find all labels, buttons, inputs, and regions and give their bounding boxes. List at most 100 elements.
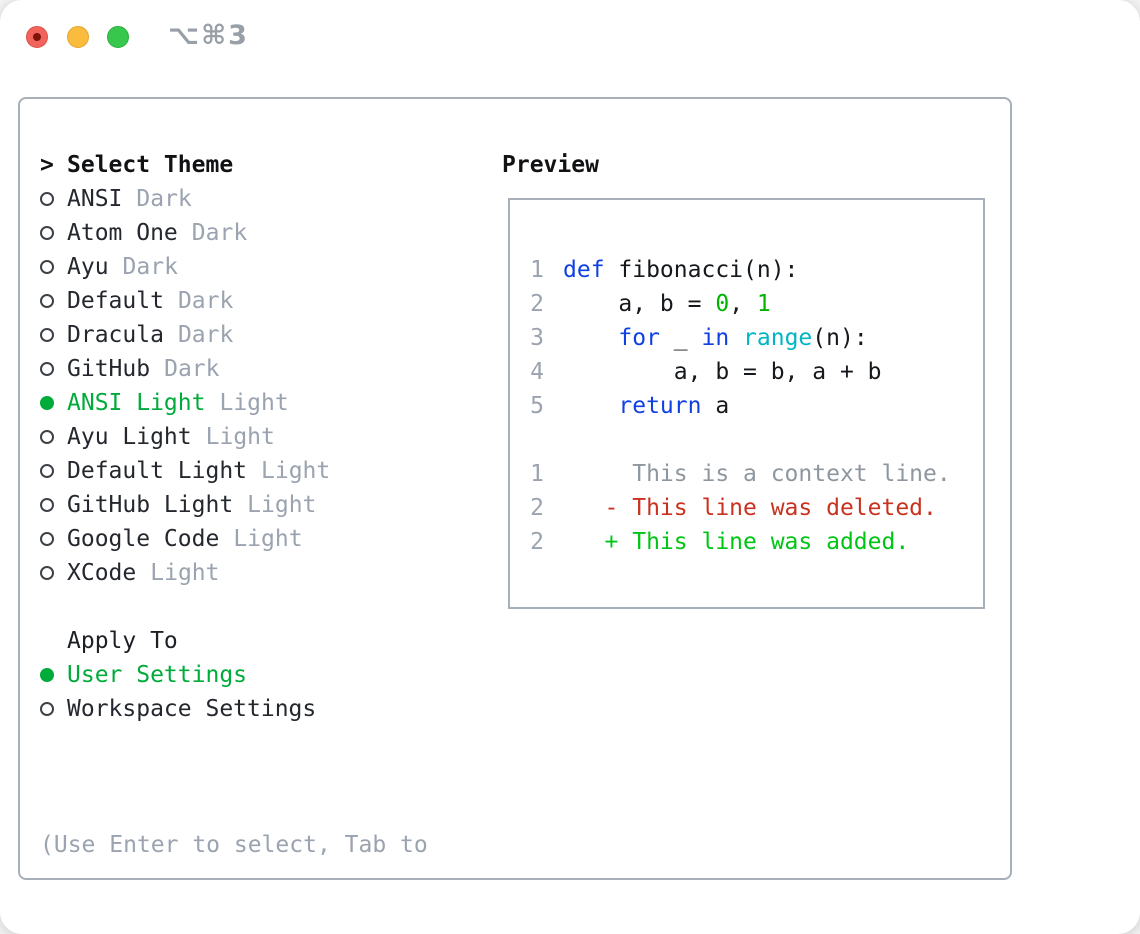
apply-to-title: Apply To — [67, 628, 178, 654]
radio-icon — [40, 464, 54, 478]
theme-variant-tag: Dark — [177, 288, 234, 314]
window-title: ⌥⌘3 — [168, 20, 249, 51]
theme-name: Default Light — [67, 458, 248, 484]
theme-name: XCode — [67, 560, 137, 586]
theme-name: Ayu — [67, 254, 109, 280]
theme-option-github-light-light[interactable]: GitHub Light Light — [40, 488, 428, 522]
code-token-pl — [563, 393, 618, 419]
theme-variant-tag: Light — [233, 526, 303, 552]
theme-variant-tag: Dark — [136, 186, 192, 212]
theme-variant-tag: Light — [247, 492, 317, 518]
radio-icon — [40, 702, 54, 716]
preview-title: Preview — [502, 152, 599, 178]
radio-icon — [40, 260, 54, 274]
theme-name: GitHub — [67, 356, 151, 382]
theme-name: GitHub Light — [67, 492, 234, 518]
theme-name: Atom One — [67, 220, 178, 246]
diff-text: This is a context line. — [563, 461, 951, 487]
radio-selected-icon — [40, 396, 54, 410]
line-number: 4 — [530, 359, 544, 385]
diff-text: + This line was added. — [563, 529, 910, 555]
diff-line-added: 2 + This line was added. — [530, 525, 983, 559]
code-line: 3 for _ in range(n): — [530, 321, 983, 355]
help-line: (Use Enter to select, Tab to — [40, 832, 428, 858]
focus-caret-icon: > — [40, 152, 54, 178]
theme-name: ANSI — [67, 186, 123, 212]
line-number: 5 — [530, 393, 544, 419]
zoom-button[interactable] — [107, 26, 129, 48]
theme-option-default-dark[interactable]: Default Dark — [40, 284, 428, 318]
line-number: 2 — [530, 529, 544, 555]
theme-name: Dracula — [67, 322, 164, 348]
theme-option-ayu-light-light[interactable]: Ayu Light Light — [40, 420, 428, 454]
theme-name: Google Code — [67, 526, 220, 552]
code-token-num: 1 — [756, 291, 771, 317]
diff-sample: 1 This is a context line. 2 - This line w… — [530, 457, 983, 559]
pane-title: Select Theme — [67, 152, 234, 178]
radio-icon — [40, 294, 54, 308]
code-token-kw: for — [618, 325, 660, 351]
theme-variant-tag: Light — [261, 458, 331, 484]
radio-icon — [40, 498, 54, 512]
apply-option-workspace-settings[interactable]: Workspace Settings — [40, 692, 428, 726]
apply-option-label: User Settings — [67, 662, 248, 688]
line-number: 2 — [530, 495, 544, 521]
line-number: 1 — [530, 257, 544, 283]
theme-option-ayu-dark[interactable]: Ayu Dark — [40, 250, 428, 284]
theme-option-xcode-light[interactable]: XCode Light — [40, 556, 428, 590]
code-token-kw: return — [618, 393, 702, 419]
code-token-pl: , — [729, 291, 757, 317]
line-number: 2 — [530, 291, 544, 317]
theme-variant-tag: Dark — [177, 322, 234, 348]
theme-variant-tag: Dark — [122, 254, 178, 280]
code-token-pl: a, b = b, a + b — [563, 359, 882, 385]
code-token-fn: range — [743, 325, 813, 351]
diff-text: - This line was deleted. — [563, 495, 937, 521]
minimize-button[interactable] — [67, 26, 89, 48]
help-text: (Use Enter to select, Tab to change focu… — [40, 760, 428, 934]
apply-option-user-settings[interactable]: User Settings — [40, 658, 428, 692]
code-line: 4 a, b = b, a + b — [530, 355, 983, 389]
code-token-pl — [729, 325, 743, 351]
radio-icon — [40, 430, 54, 444]
radio-icon — [40, 328, 54, 342]
code-line: 5 return a — [530, 389, 983, 423]
code-token-pl: (n): — [812, 325, 868, 351]
code-token-num: 0 — [715, 291, 730, 317]
close-dot-icon — [33, 33, 41, 41]
theme-variant-tag: Light — [205, 424, 275, 450]
radio-selected-icon — [40, 668, 54, 682]
apply-to-header: Apply To — [40, 624, 428, 658]
code-token-pl: _ — [659, 325, 702, 351]
theme-option-dracula-dark[interactable]: Dracula Dark — [40, 318, 428, 352]
theme-option-default-light-light[interactable]: Default Light Light — [40, 454, 428, 488]
line-number: 1 — [530, 461, 544, 487]
theme-name: Default — [67, 288, 164, 314]
diff-line-deleted: 2 - This line was deleted. — [530, 491, 983, 525]
apply-option-label: Workspace Settings — [67, 696, 317, 722]
theme-variant-tag: Light — [150, 560, 220, 586]
close-button[interactable] — [26, 26, 48, 48]
help-line: change focus) — [40, 930, 428, 934]
theme-name: Ayu Light — [67, 424, 192, 450]
theme-option-ansi-dark[interactable]: ANSI Dark — [40, 182, 428, 216]
code-token-kw: def — [563, 257, 605, 283]
theme-name: ANSI Light — [67, 390, 206, 416]
radio-icon — [40, 362, 54, 376]
code-token-pl: a — [701, 393, 730, 419]
theme-option-google-code-light[interactable]: Google Code Light — [40, 522, 428, 556]
code-token-pl — [563, 325, 618, 351]
line-number: 3 — [530, 325, 544, 351]
blank-line — [530, 423, 983, 457]
